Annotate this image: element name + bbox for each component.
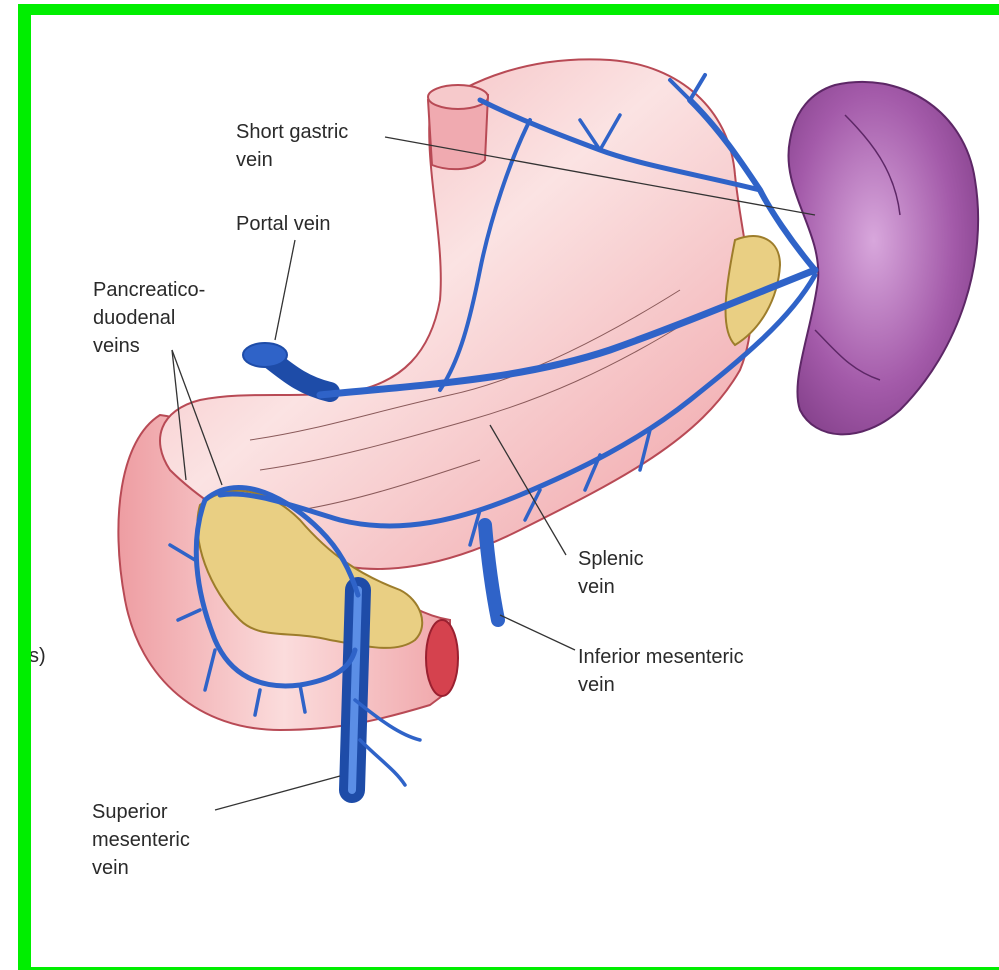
label-splenic-vein: Splenic vein <box>578 545 644 601</box>
frame-left <box>18 4 31 970</box>
label-superior-mesenteric-vein: Superior mesenteric vein <box>92 798 190 882</box>
spleen <box>788 82 978 435</box>
label-portal-vein: Portal vein <box>236 210 331 238</box>
label-inferior-mesenteric-vein: Inferior mesenteric vein <box>578 643 744 699</box>
clipped-text-fragment: s) <box>29 642 46 670</box>
label-pancreaticoduodenal-veins: Pancreatico- duodenal veins <box>93 276 205 360</box>
label-short-gastric-vein: Short gastric vein <box>236 118 348 174</box>
leader-superior-mesenteric <box>215 776 340 810</box>
frame-top <box>18 4 999 15</box>
leader-portal <box>275 240 295 340</box>
leader-inferior-mesenteric <box>500 615 575 650</box>
